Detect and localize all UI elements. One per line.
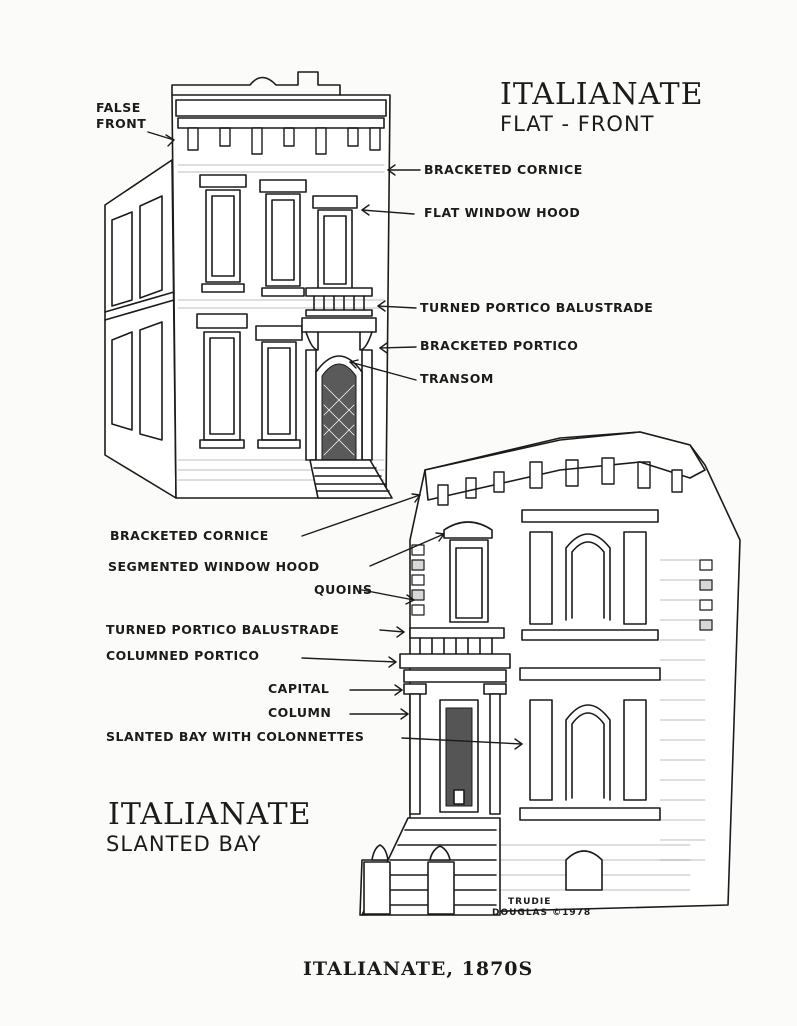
flat-front-portico bbox=[301, 317, 377, 461]
flat-front-steps bbox=[309, 459, 393, 499]
label-column: COLUMN bbox=[268, 705, 332, 720]
false-front-parapet bbox=[171, 71, 341, 96]
bay-cornice-brackets bbox=[437, 457, 683, 506]
flat-front-balustrade bbox=[305, 287, 373, 317]
artist-credit-line1: TRUDIE bbox=[508, 897, 552, 907]
flat-front-house-drawing bbox=[104, 71, 393, 499]
artist-credit-line2: DOUGLAS ©1978 bbox=[492, 908, 592, 918]
label-false-front-2: FRONT bbox=[96, 116, 147, 131]
bay-portico bbox=[399, 627, 511, 815]
flat-front-cornice bbox=[175, 99, 387, 117]
basement-window bbox=[565, 850, 603, 891]
label-bracketed-portico: BRACKETED PORTICO bbox=[420, 338, 579, 353]
label-flat-window-hood: FLAT WINDOW HOOD bbox=[424, 205, 581, 220]
side-windows bbox=[111, 195, 163, 441]
page-caption: ITALIANATE, 1870S bbox=[303, 958, 534, 980]
segmented-hood-window bbox=[443, 521, 493, 623]
label-transom: TRANSOM bbox=[420, 371, 494, 386]
label-quoins: QUOINS bbox=[314, 582, 373, 597]
bay-steps bbox=[361, 817, 501, 916]
upper-windows bbox=[199, 174, 358, 297]
quoins bbox=[411, 544, 713, 631]
label-segmented-window-hood: SEGMENTED WINDOW HOOD bbox=[108, 559, 320, 574]
label-columned-portico: COLUMNED PORTICO bbox=[106, 648, 260, 663]
label-turned-portico-balustrade-bay: TURNED PORTICO BALUSTRADE bbox=[106, 622, 340, 637]
flat-front-title-line1: ITALIANATE bbox=[500, 77, 704, 112]
slanted-bay-title-line1: ITALIANATE bbox=[108, 797, 312, 832]
upper-bay-windows bbox=[521, 509, 659, 641]
label-false-front-1: FALSE bbox=[96, 100, 141, 115]
label-turned-portico-balustrade-flat: TURNED PORTICO BALUSTRADE bbox=[420, 300, 654, 315]
flat-front-leaders bbox=[147, 131, 421, 381]
slanted-bay-leaders bbox=[301, 493, 523, 750]
cornice-brackets bbox=[187, 127, 381, 155]
slanted-bay-house-drawing bbox=[359, 431, 741, 916]
slanted-bay-title-line2: SLANTED BAY bbox=[106, 832, 262, 856]
lower-windows bbox=[196, 313, 303, 449]
flat-front-title-line2: FLAT - FRONT bbox=[500, 112, 655, 136]
label-bracketed-cornice-flat: BRACKETED CORNICE bbox=[424, 162, 583, 177]
label-slanted-bay-colonnettes: SLANTED BAY WITH COLONNETTES bbox=[106, 729, 365, 744]
label-capital: CAPITAL bbox=[268, 681, 330, 696]
label-bracketed-cornice-bay: BRACKETED CORNICE bbox=[110, 528, 269, 543]
lower-bay-windows bbox=[519, 667, 661, 821]
